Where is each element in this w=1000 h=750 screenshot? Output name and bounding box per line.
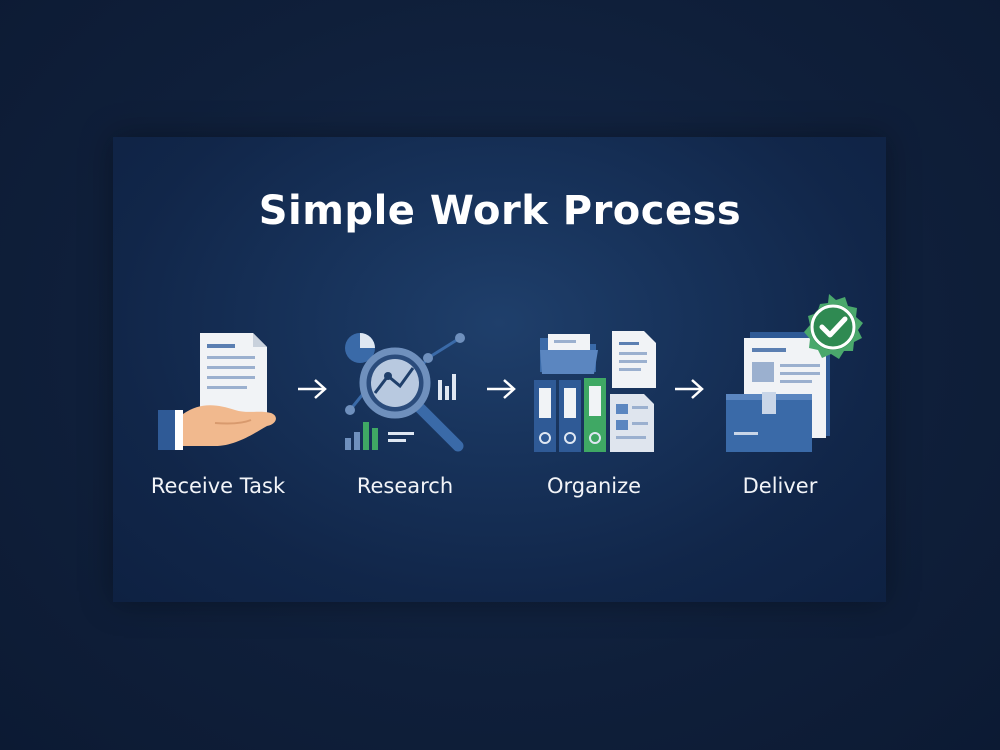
- diagram-title: Simple Work Process: [258, 188, 742, 234]
- arrow-icon: [675, 379, 704, 399]
- folders-binders-icon: [534, 331, 656, 452]
- step-label-research: Research: [356, 474, 454, 498]
- step-label-deliver: Deliver: [742, 474, 818, 498]
- arrow-icon: [487, 379, 516, 399]
- arrow-icon: [298, 379, 327, 399]
- magnifier-chart-icon: [345, 333, 465, 452]
- step-label-organize: Organize: [546, 474, 642, 498]
- hand-document-icon: [158, 333, 276, 450]
- package-checkmark-icon: [726, 294, 863, 452]
- checkmark-badge-icon: [804, 294, 863, 359]
- step-label-receive-task: Receive Task: [150, 474, 286, 498]
